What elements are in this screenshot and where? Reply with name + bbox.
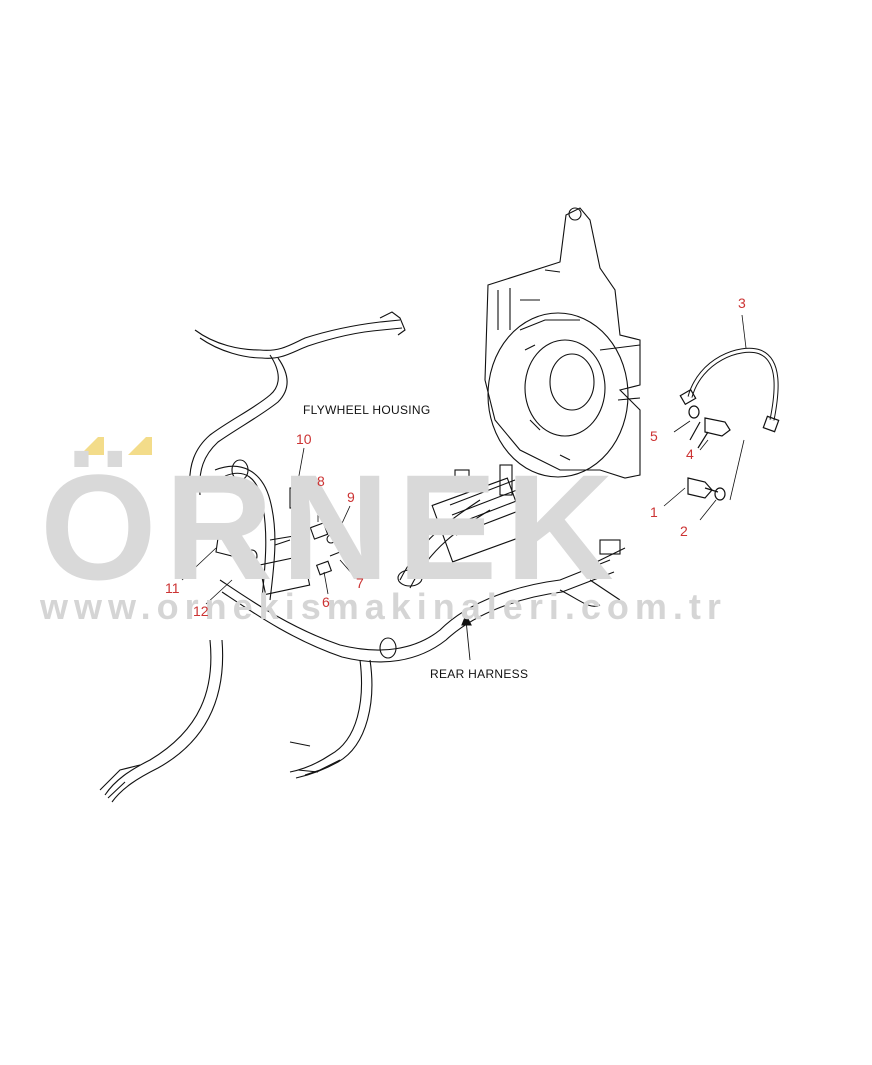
callout-10: 10 xyxy=(296,431,312,447)
callout-9: 9 xyxy=(347,489,355,505)
watermark-brand: ÖRNEK xyxy=(40,443,622,611)
callout-5: 5 xyxy=(650,428,658,444)
watermark-accent xyxy=(80,437,152,455)
callout-3: 3 xyxy=(738,295,746,311)
callout-8: 8 xyxy=(317,473,325,489)
watermark-url: www.ornekismakinaleri.com.tr xyxy=(40,586,727,627)
wiring-harness-drawing xyxy=(99,311,626,803)
rear-harness-label: REAR HARNESS xyxy=(430,667,529,681)
callout-6: 6 xyxy=(322,594,330,610)
hose-assembly xyxy=(663,314,780,521)
callout-12: 12 xyxy=(193,603,209,619)
callout-2: 2 xyxy=(680,523,688,539)
callout-7: 7 xyxy=(356,575,364,591)
flywheel-housing-label: FLYWHEEL HOUSING xyxy=(303,403,431,417)
flywheel-housing-drawing xyxy=(484,207,641,479)
callout-11: 11 xyxy=(165,580,180,596)
callout-4: 4 xyxy=(686,446,694,462)
callout-1: 1 xyxy=(650,504,658,520)
